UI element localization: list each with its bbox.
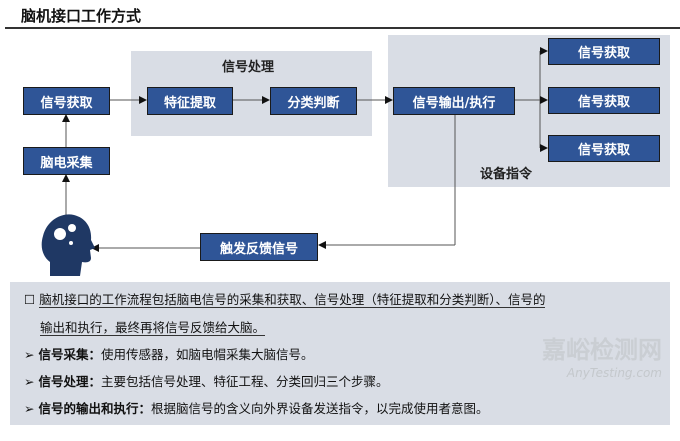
- title-divider: [5, 27, 680, 29]
- watermark: 嘉峪检测网: [542, 336, 662, 364]
- bullet-item: ➢ 信号采集：使用传感器，如脑电帽采集大脑信号。: [24, 347, 314, 362]
- device-command-label: 设备指令: [480, 167, 533, 182]
- device-box: 信号获取: [548, 135, 660, 162]
- page-title: 脑机接口工作方式: [21, 7, 142, 25]
- device-box: 信号获取: [548, 87, 660, 114]
- signal-output-box: 信号输出/执行: [393, 87, 515, 115]
- watermark-url: AnyTesting.com: [566, 366, 662, 380]
- signal-acquire-box: 信号获取: [23, 87, 110, 115]
- arrow-bullet-icon: ➢: [24, 401, 39, 416]
- square-bullet-icon: ☐: [24, 292, 40, 307]
- arrow-bullet-icon: ➢: [24, 347, 39, 362]
- arrow-bullet-icon: ➢: [24, 374, 39, 389]
- classify-box: 分类判断: [270, 87, 357, 115]
- device-box: 信号获取: [548, 38, 660, 65]
- notes-panel: ☐ 脑机接口的工作流程包括脑电信号的采集和获取、信号处理（特征提取和分类判断）、…: [10, 282, 670, 425]
- signal-processing-label: 信号处理: [222, 60, 275, 75]
- head-brain-icon: [41, 214, 95, 276]
- feedback-box: 触发反馈信号: [200, 233, 318, 261]
- bullet-item: ➢ 信号的输出和执行：根据脑信号的含义向外界设备发送指令，以完成使用者意图。: [24, 401, 489, 416]
- bullet-item: ➢ 信号处理：主要包括信号处理、特征工程、分类回归三个步骤。: [24, 374, 389, 389]
- summary-line: 输出和执行，最终再将信号反馈给大脑。: [40, 320, 266, 336]
- summary-line: ☐ 脑机接口的工作流程包括脑电信号的采集和获取、信号处理（特征提取和分类判断）、…: [24, 292, 546, 308]
- feature-extract-box: 特征提取: [147, 87, 233, 115]
- eeg-collect-box: 脑电采集: [23, 147, 110, 175]
